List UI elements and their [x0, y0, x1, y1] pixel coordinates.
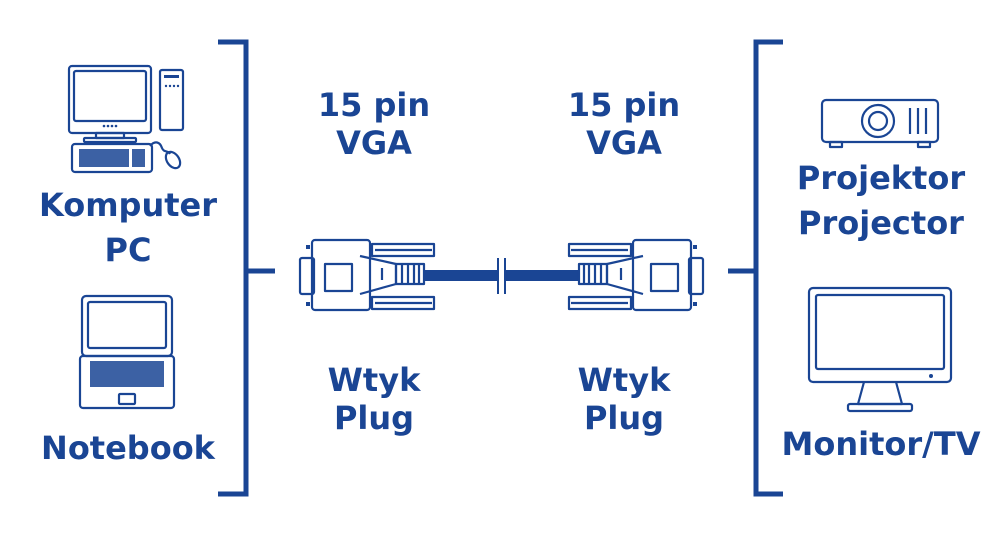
- computer-label-pl: Komputer: [39, 186, 217, 224]
- monitor-label: Monitor/TV: [782, 425, 981, 463]
- left-plug-label-pl: Wtyk: [328, 361, 421, 399]
- right-bracket: [753, 39, 783, 497]
- vga-cable: [423, 258, 580, 294]
- notebook-label: Notebook: [41, 429, 216, 467]
- right-spec-line2: VGA: [586, 124, 662, 162]
- vga-plug-icon-right: [567, 238, 705, 312]
- monitor-icon: [807, 286, 953, 413]
- projector-label-en: Projector: [798, 204, 964, 242]
- right-plug-label-pl: Wtyk: [578, 361, 671, 399]
- projector-label-pl: Projektor: [797, 159, 965, 197]
- left-plug-label-en: Plug: [334, 399, 414, 437]
- left-spec-line1: 15 pin: [318, 86, 430, 124]
- computer-label-en: PC: [105, 231, 152, 269]
- left-spec-line2: VGA: [336, 124, 412, 162]
- left-bracket: [218, 39, 249, 497]
- desktop-computer-icon: [67, 64, 185, 174]
- vga-plug-icon-left: [298, 238, 436, 312]
- projector-icon: [820, 98, 940, 149]
- right-plug-label-en: Plug: [584, 399, 664, 437]
- notebook-icon: [78, 294, 176, 410]
- right-spec-line1: 15 pin: [568, 86, 680, 124]
